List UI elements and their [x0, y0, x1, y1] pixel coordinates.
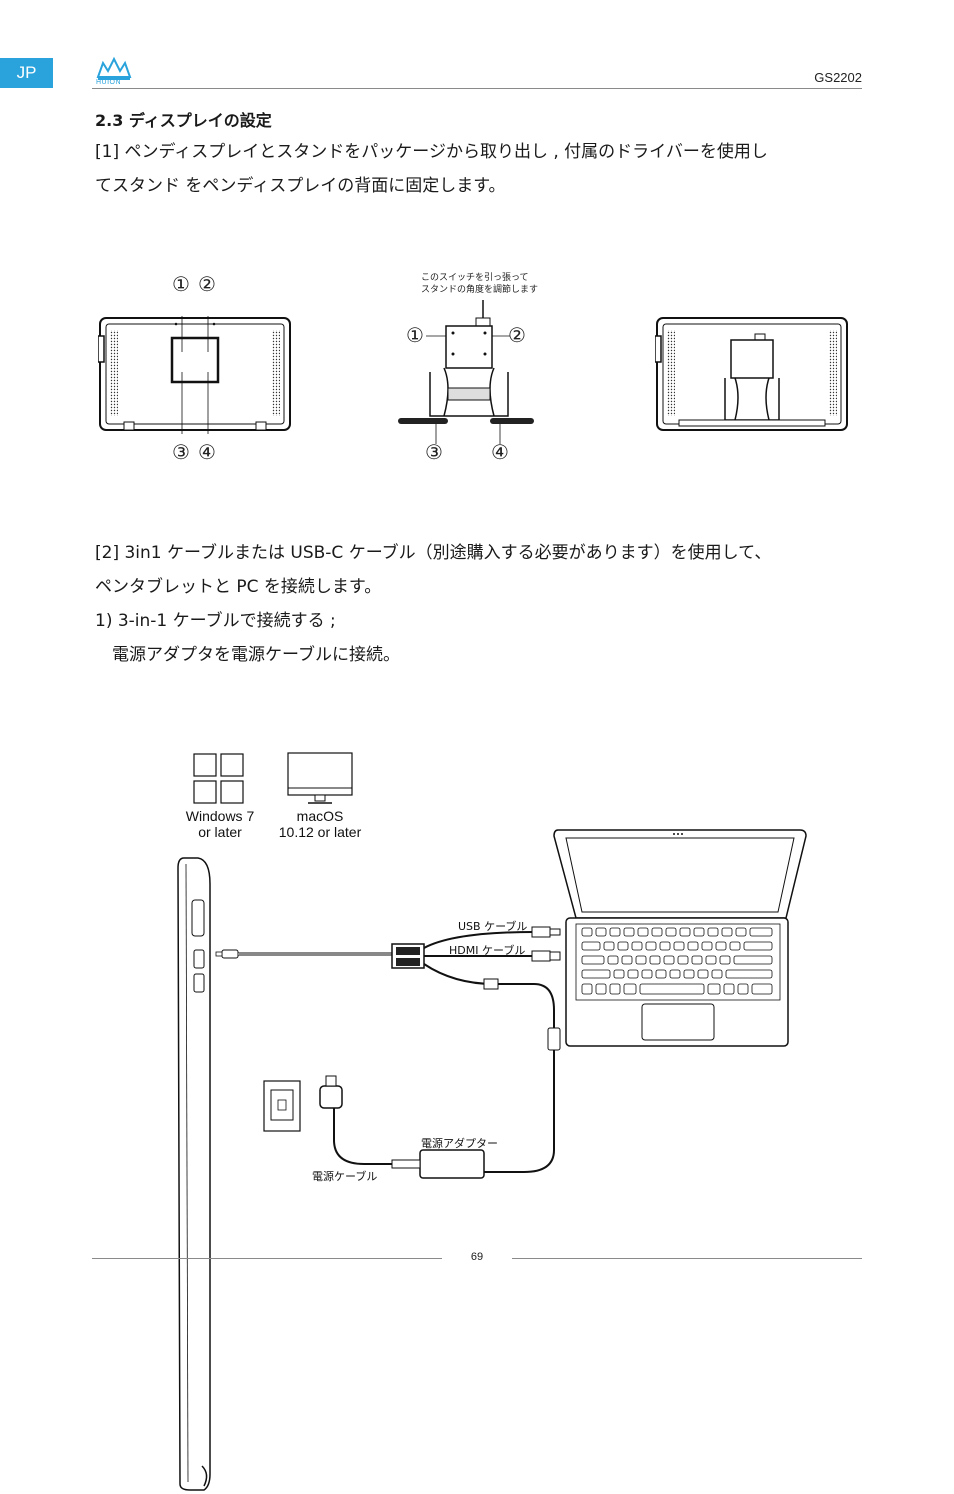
wall-outlet-icon	[263, 1080, 301, 1132]
left-mark-4: ④	[198, 440, 216, 464]
stand-switch-caption: このスイッチを引っ張って スタンドの角度を調節します	[421, 272, 538, 296]
display-back-illustration	[98, 316, 291, 434]
huion-crown-logo	[96, 56, 132, 80]
usb-cable-label: USB ケーブル	[458, 920, 528, 933]
stand-mark-4: ④	[491, 440, 509, 464]
laptop-illustration	[553, 829, 807, 1047]
left-mark-2: ②	[198, 272, 216, 296]
section-title: 2.3 ディスプレイの設定	[95, 111, 272, 130]
windows-label: Windows 7 or later	[178, 808, 262, 840]
header-divider	[92, 88, 862, 89]
hdmi-cable-label: HDMI ケーブル	[449, 944, 526, 957]
step2-line1: [2] 3in1 ケーブルまたは USB-C ケーブル（別途購入する必要がありま…	[95, 543, 772, 563]
macos-label-line1: macOS	[296, 808, 344, 824]
stand-mark-3: ③	[425, 440, 443, 464]
language-tab: JP	[0, 58, 53, 88]
left-mark-1: ①	[172, 272, 190, 296]
caption-line1: このスイッチを引っ張って	[421, 273, 529, 283]
footer-rule-right	[512, 1258, 862, 1259]
windows-label-line2: or later	[198, 824, 242, 840]
step1-line1: [1] ペンディスプレイとスタンドをパッケージから取り出し , 付属のドライバー…	[95, 142, 768, 162]
caption-line2: スタンドの角度を調節します	[421, 285, 539, 295]
power-adapter-label: 電源アダプター	[421, 1137, 498, 1150]
windows-label-line1: Windows 7	[185, 808, 255, 824]
stand-mark-2: ②	[508, 323, 526, 347]
step1-line2: てスタンド をペンディスプレイの背面に固定します。	[95, 176, 506, 196]
display-with-stand-illustration	[655, 317, 848, 431]
footer-rule-left	[92, 1258, 442, 1259]
page-number: 69	[470, 1251, 484, 1263]
stand-illustration	[398, 300, 534, 444]
pen-display-side-illustration	[177, 857, 211, 1491]
macos-label: macOS 10.12 or later	[272, 808, 368, 840]
step2-sub-desc: 電源アダプタを電源ケーブルに接続。	[112, 645, 400, 665]
step1-text: [1] ペンディスプレイとスタンドをパッケージから取り出し , 付属のドライバー…	[95, 135, 865, 203]
monitor-icon	[287, 752, 353, 804]
step2-sub: 1) 3-in-1 ケーブルで接続する ;	[95, 611, 336, 631]
stand-mark-1: ①	[406, 323, 424, 347]
step2-text: [2] 3in1 ケーブルまたは USB-C ケーブル（別途購入する必要がありま…	[95, 536, 865, 672]
cable-diagram	[215, 926, 561, 1179]
left-mark-3: ③	[172, 440, 190, 464]
windows-icon	[193, 753, 244, 804]
model-number: GS2202	[814, 70, 862, 85]
step2-line2: ペンタブレットと PC を接続します。	[95, 577, 382, 597]
logo-text: HUION	[96, 79, 122, 86]
macos-label-line2: 10.12 or later	[278, 824, 362, 840]
power-cable-label: 電源ケーブル	[312, 1170, 378, 1183]
